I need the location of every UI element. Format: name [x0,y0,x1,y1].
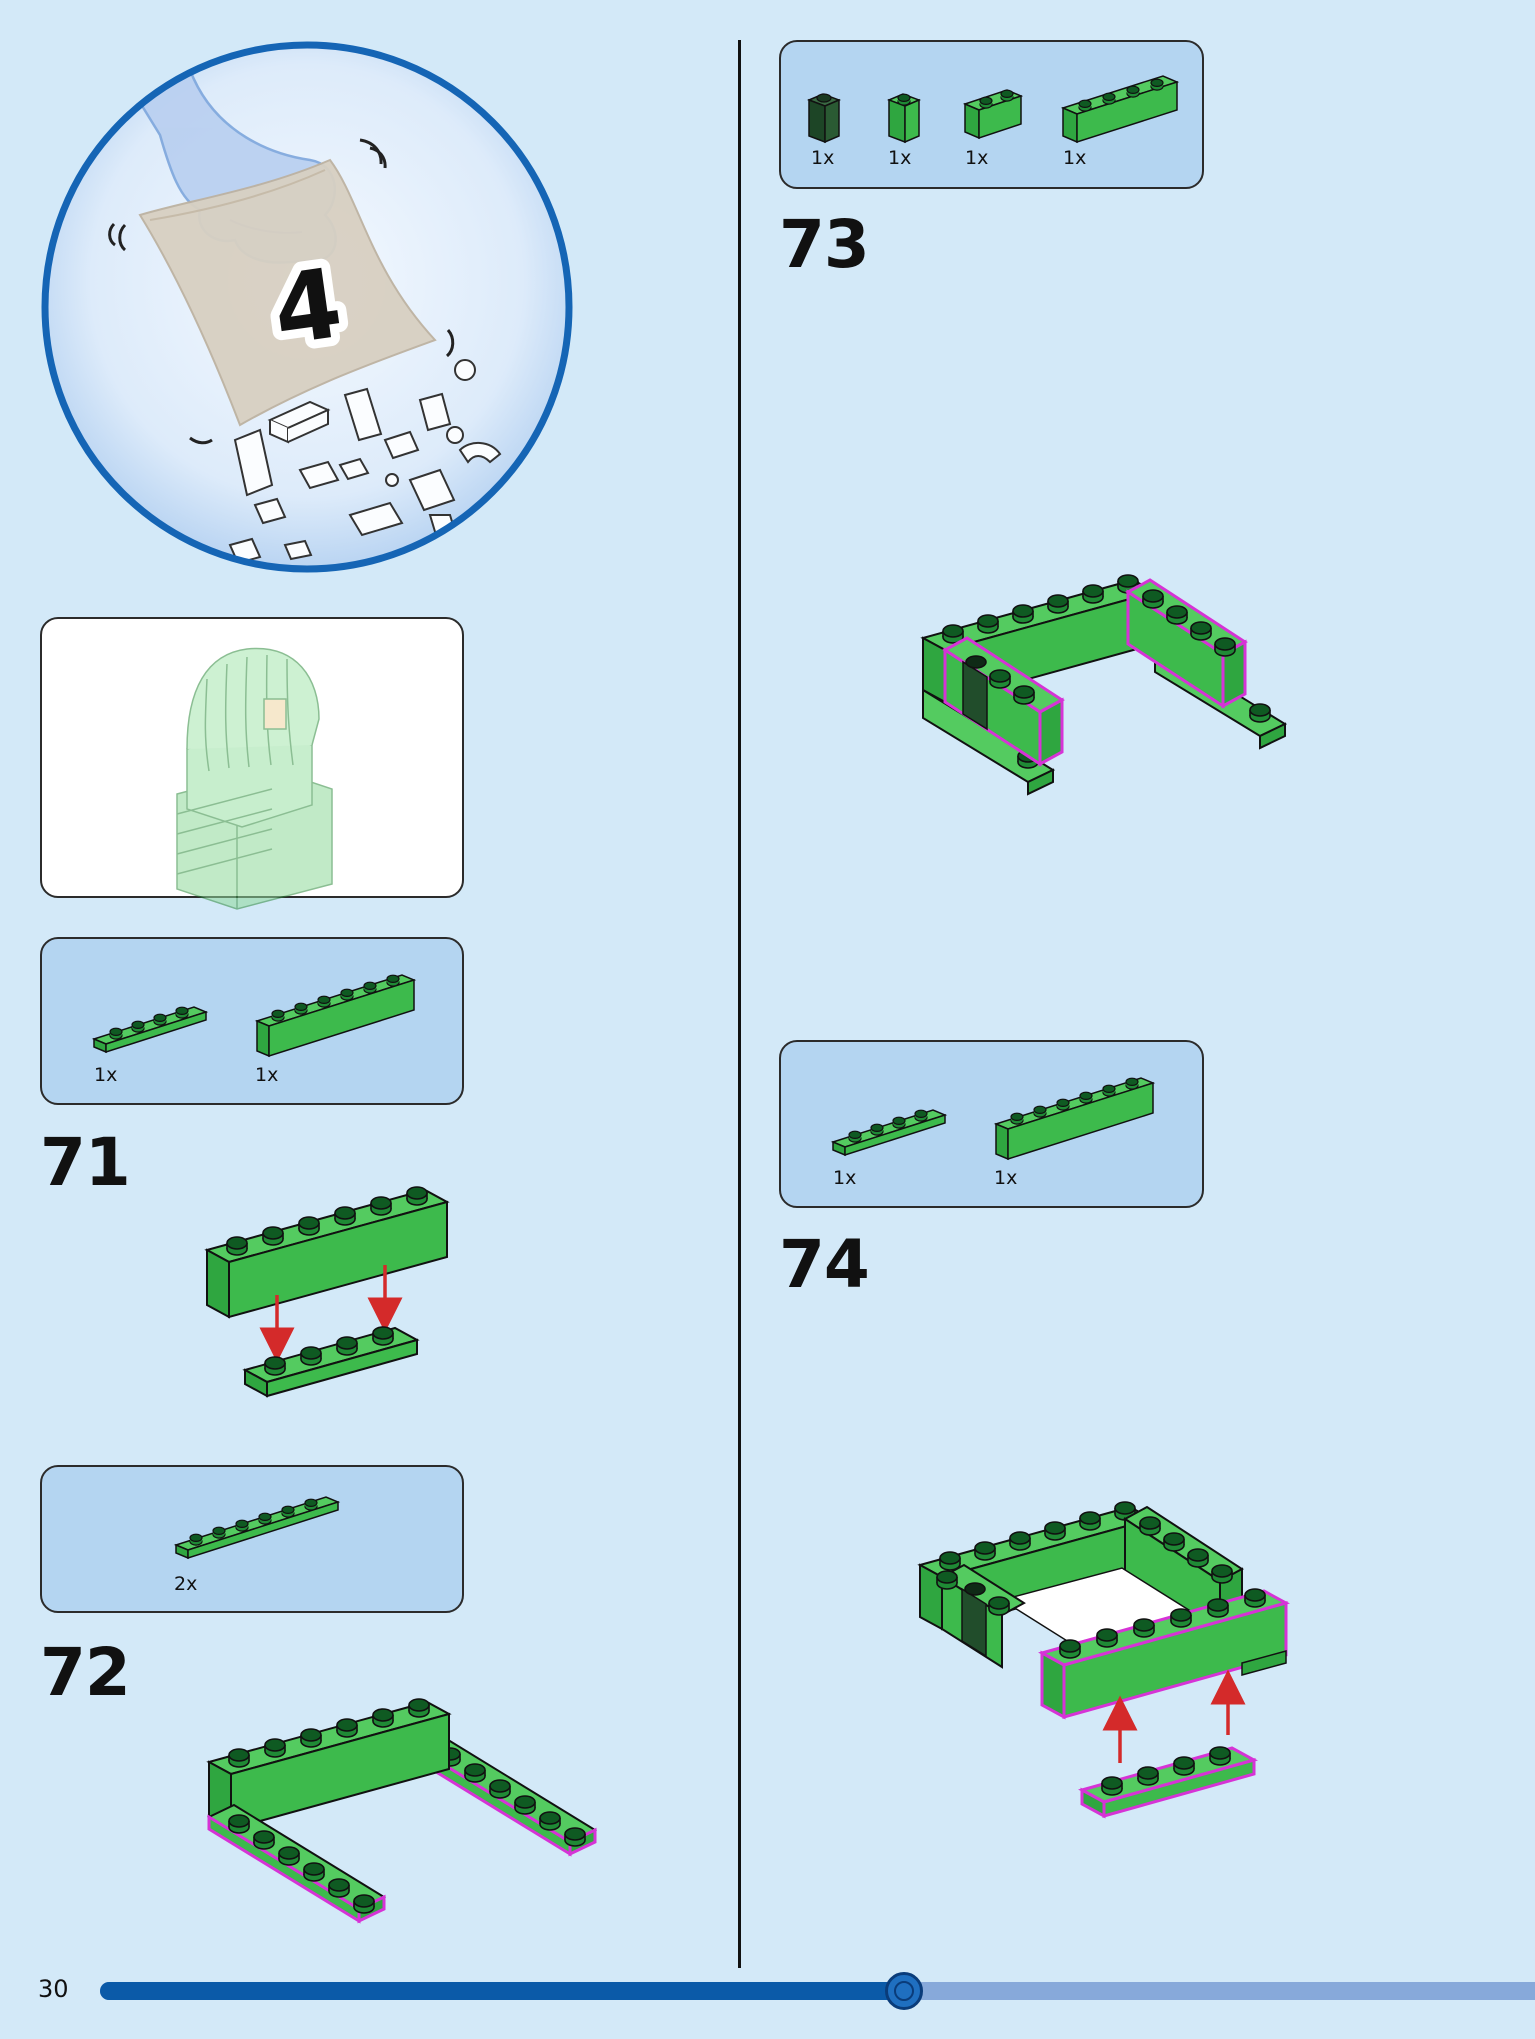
plate-1x6-green-icon [173,1496,341,1560]
part-qty: 1x [994,1167,1018,1189]
bag-bubble: 4 4 [40,40,575,575]
brick-1x4-green-icon [1060,75,1180,144]
step-73-illustration [920,574,1288,796]
step-number-74: 74 [779,1226,870,1303]
part-qty: 1x [94,1064,118,1086]
parts-box-step-71: 1x 1x [40,937,464,1105]
part-qty: 1x [965,147,989,169]
bag-icon [138,158,437,427]
part-qty: 2x [174,1573,198,1595]
column-divider [738,40,741,1968]
page-number: 30 [38,1975,69,2003]
step-number-73: 73 [779,206,870,283]
bag-number: 4 [267,247,349,367]
parts-icons-step-71 [91,974,417,1058]
finished-model-preview [176,647,333,910]
progress-fill [100,1982,904,2000]
brick-1x1-dark-green-icon [806,93,842,144]
brick-pile-icon [228,359,502,566]
parts-box-step-73: 1x 1x 1x 1x [779,40,1204,189]
part-qty: 1x [833,1167,857,1189]
part-qty: 1x [811,147,835,169]
brick-1x2-green-icon [962,89,1024,140]
model-preview-box [40,617,464,910]
brick-1x6-green-icon [254,974,417,1058]
step-71-illustration [204,1186,450,1398]
shake-marks [108,138,455,445]
plate-1x4-green-icon [91,1006,209,1054]
bag-illustration: 4 4 [41,41,573,573]
step-number-72: 72 [40,1634,131,1711]
plate-1x4-green-icon [830,1109,948,1157]
parts-icons-step-72 [173,1496,341,1560]
parts-box-step-72: 2x [40,1465,464,1613]
step-72-illustration [206,1698,598,1924]
step-74-illustration [917,1501,1290,1819]
part-qty: 1x [888,147,912,169]
parts-icons-step-74 [830,1077,1156,1161]
brick-1x6-green-icon [993,1077,1156,1161]
parts-box-step-74: 1x 1x [779,1040,1204,1208]
part-qty: 1x [1063,147,1087,169]
parts-icons-step-73 [806,75,1180,144]
brick-1x1-green-icon [886,93,922,144]
progress-marker [885,1972,923,2010]
step-number-71: 71 [40,1124,131,1201]
part-qty: 1x [255,1064,279,1086]
